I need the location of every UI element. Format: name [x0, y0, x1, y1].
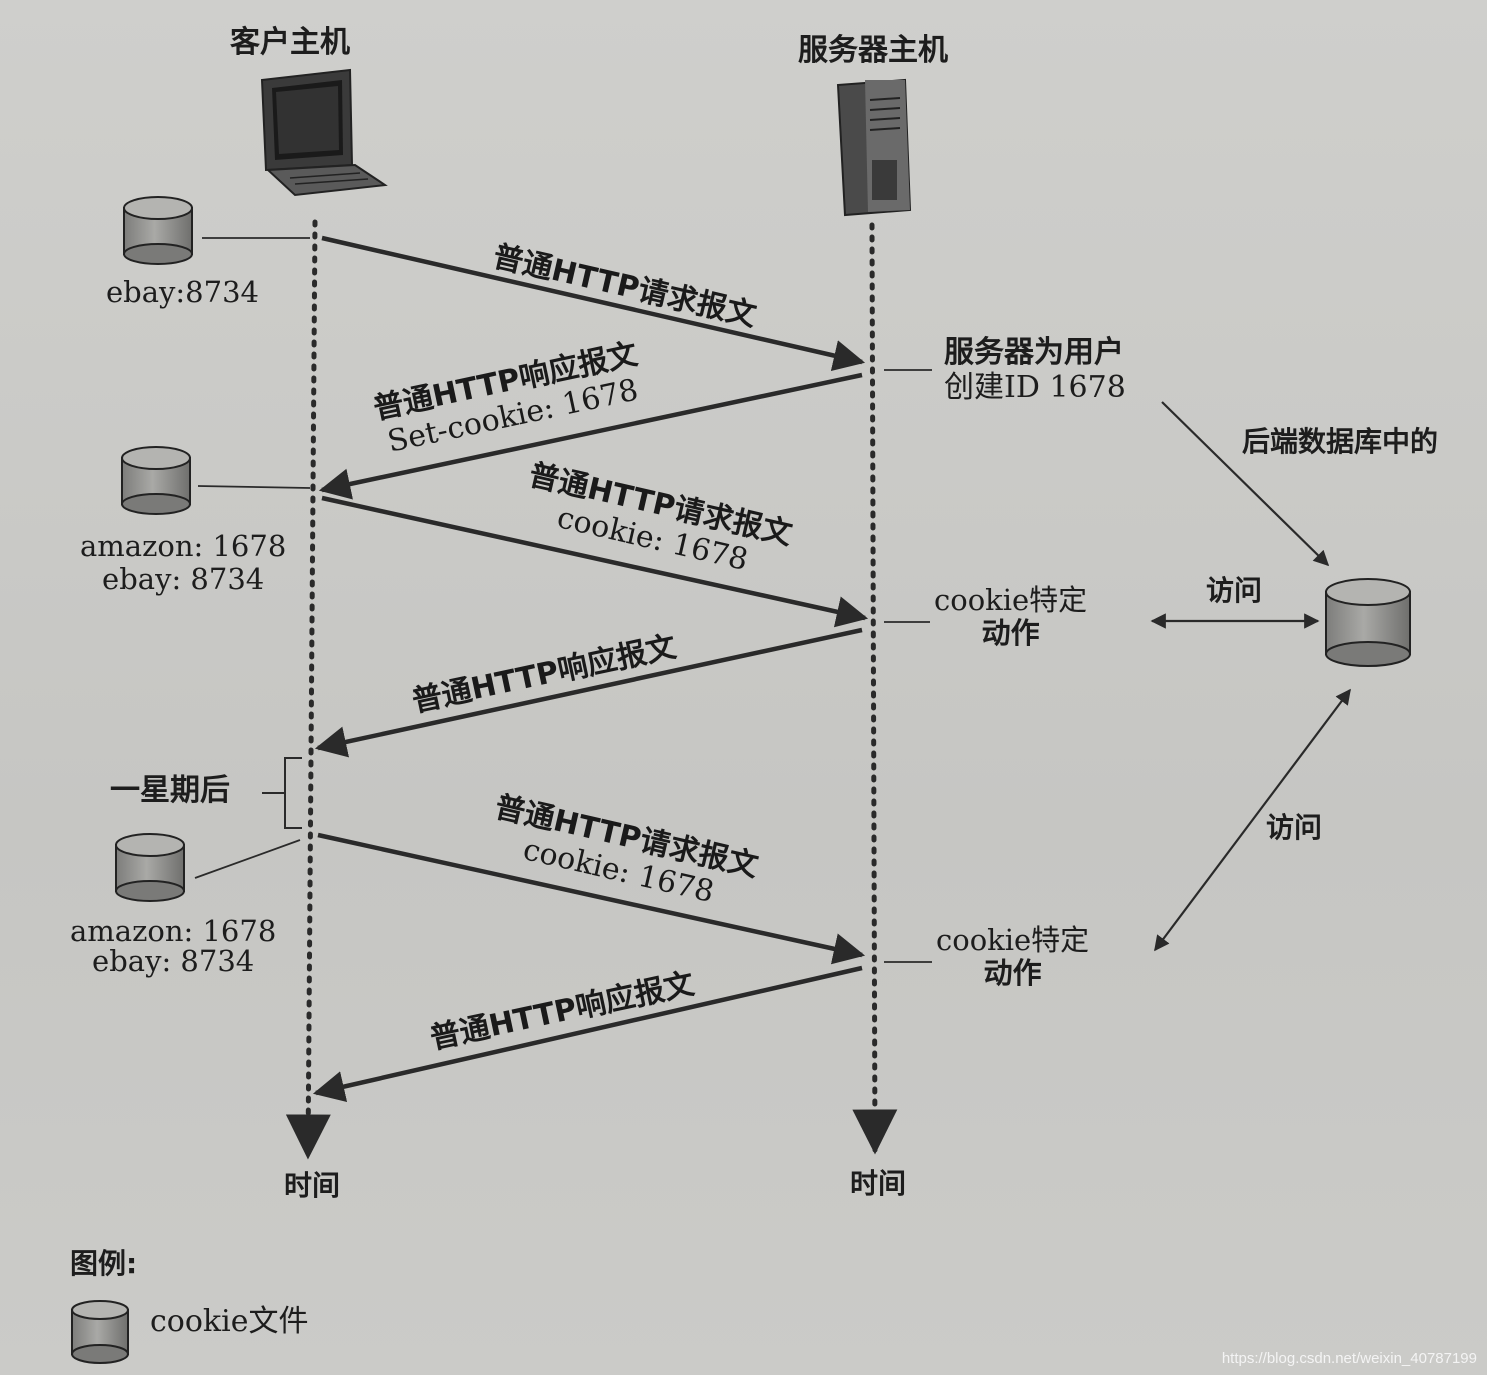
server-note-create-id: 服务器为用户 创建ID 1678	[944, 335, 1126, 405]
server-tower-icon	[836, 78, 912, 217]
client-timeline	[285, 219, 331, 1160]
message-arrow-3	[321, 495, 869, 628]
cookie-file-icon-3	[115, 833, 185, 902]
access-arrow-2	[1154, 688, 1351, 952]
message-arrow-5	[317, 832, 866, 965]
legend-item-label: cookie文件	[150, 1304, 309, 1339]
access-label-2: 访问	[1266, 811, 1323, 844]
cookie-connector-3	[194, 839, 301, 879]
cookie-file-label-3: amazon: 1678 ebay: 8734	[70, 914, 277, 979]
server-note-action-1: cookie特定 动作	[934, 583, 1088, 651]
cookie-file-icon-1	[123, 196, 193, 265]
one-week-later-label: 一星期后	[110, 773, 230, 808]
server-timeline	[852, 222, 898, 1155]
access-label-1: 访问	[1206, 574, 1263, 607]
backend-database-label: 后端数据库中的	[1242, 425, 1439, 458]
server-host-title: 服务器主机	[798, 33, 948, 68]
message-arrow-6	[312, 965, 863, 1103]
cookie-file-icon-2	[121, 446, 191, 515]
message-arrow-4	[314, 627, 863, 758]
server-note-action-2: cookie特定 动作	[936, 923, 1090, 991]
cookie-file-label-2: amazon: 1678 ebay: 8734	[80, 529, 287, 597]
client-time-label: 时间	[284, 1169, 341, 1202]
legend-title: 图例:	[70, 1247, 138, 1280]
backend-database-icon	[1325, 578, 1411, 667]
server-time-label: 时间	[850, 1167, 907, 1200]
message-arrow-2	[318, 372, 863, 500]
legend-cookie-icon	[71, 1300, 129, 1364]
message-arrow-1	[321, 235, 866, 372]
backend-store-arrow	[1161, 401, 1330, 567]
client-host-title: 客户主机	[230, 25, 350, 60]
client-computer-icon	[260, 68, 388, 197]
cookie-file-label-1: ebay:8734	[106, 275, 259, 309]
cookie-connector-2	[197, 485, 311, 489]
watermark: https://blog.csdn.net/weixin_40787199	[1221, 1350, 1477, 1367]
one-week-bracket	[262, 757, 302, 829]
